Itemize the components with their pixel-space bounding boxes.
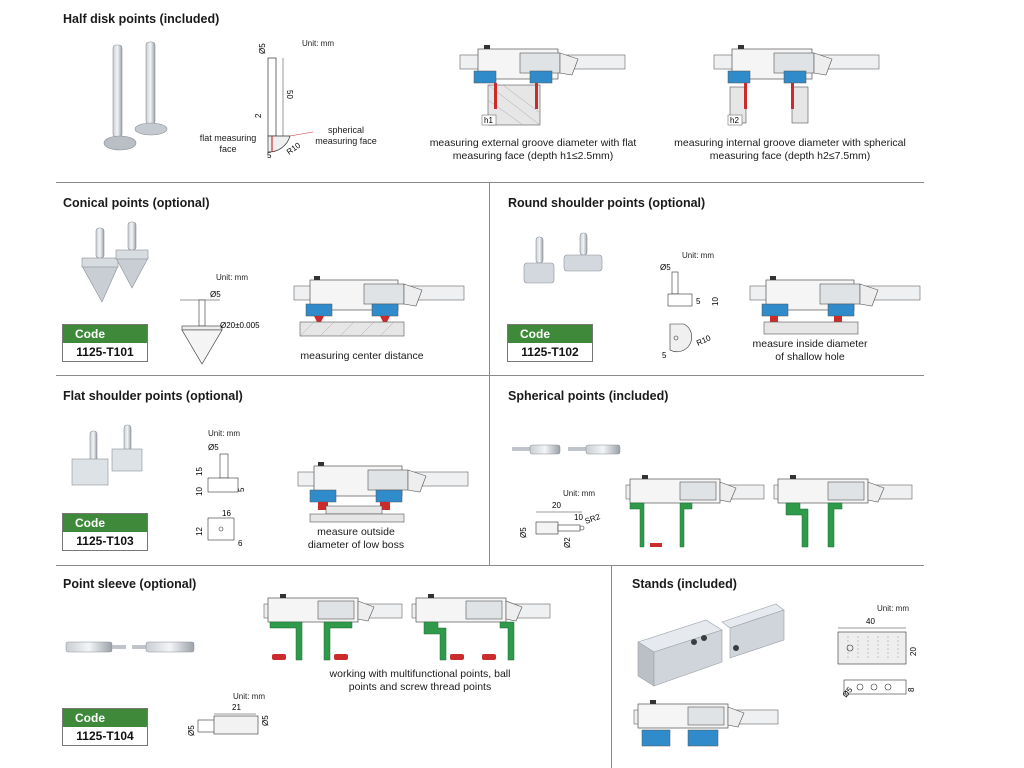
dim-40: 40 [866,617,875,626]
unit-label: Unit: mm [208,429,240,438]
code-value: 1125-T102 [521,345,579,359]
caliper-center-distance-illustration [293,276,465,337]
dim-5b: 5 [662,351,667,360]
point-sleeve-photo [65,641,195,653]
code-value: 1125-T103 [76,534,134,548]
section-title-point-sleeve: Point sleeve (optional) [63,577,197,591]
dim-d5-right: Ø5 [261,715,270,726]
caption-center-distance: measuring center distance [300,350,424,362]
dim-d5-left: Ø5 [187,725,196,736]
unit-label: Unit: mm [302,39,334,48]
caliper-sleeve-illustration-2 [411,594,551,661]
dim-10: 10 [574,513,583,522]
dim-10: 10 [195,487,204,496]
caliper-low-boss-illustration [297,462,469,523]
round-shoulder-points-photo [523,232,603,284]
caption-internal-groove: measuring internal groove diameter with … [674,137,906,162]
flat-shoulder-dimension-drawing: Ø5 15 10 5 16 12 6 [195,443,246,548]
dim-r10: R10 [285,141,303,157]
unit-label: Unit: mm [216,273,248,282]
label-h2: h2 [730,116,739,125]
section-title-conical: Conical points (optional) [63,196,210,210]
caption-sleeve: working with multifunctional points, bal… [329,668,511,693]
dim-15: 15 [195,467,204,476]
conical-points-photo [81,221,149,303]
divider [56,182,924,183]
sleeve-dimension-drawing: 21 Ø5 Ø5 [187,703,270,736]
code-value: 1125-T104 [76,729,134,743]
half-disk-points-photo [103,41,168,151]
divider [56,565,924,566]
caliper-external-groove-illustration: h1 [459,45,626,126]
dim-d5: Ø5 [258,43,267,54]
code-box-t102: Code 1125-T102 [507,324,593,362]
section-title-stands: Stands (included) [632,577,737,591]
dim-r10: R10 [695,333,713,348]
dim-8: 8 [907,687,916,692]
dim-sr2: SR2 [584,512,602,526]
section-title-spherical: Spherical points (included) [508,389,669,403]
dim-d20: Ø20±0.005 [220,321,260,330]
flat-shoulder-points-photo [71,424,143,486]
spherical-dimension-drawing: 20 10 SR2 Ø5 Ø2 [519,501,602,548]
caliper-sleeve-illustration-1 [263,594,403,661]
caption-external-groove: measuring external groove diameter with … [429,137,637,162]
section-title-round-shoulder: Round shoulder points (optional) [508,196,706,210]
dim-10: 10 [711,297,720,306]
dim-20: 20 [552,501,561,510]
label-h1: h1 [484,116,493,125]
dim-5: 5 [696,297,701,306]
label-spherical-face: spherical measuring face [315,125,377,146]
label-flat-face: flat measuring face [199,133,257,154]
unit-label: Unit: mm [233,692,265,701]
section-title-half-disk: Half disk points (included) [63,12,220,26]
code-label: Code [508,325,592,343]
stands-photo [637,603,785,687]
dim-20: 20 [909,647,918,656]
code-label: Code [63,514,147,532]
dim-d5: Ø5 [660,263,671,272]
caliper-spherical-illustration-2 [773,475,913,548]
code-label: Code [63,325,147,343]
dim-12: 12 [195,527,204,536]
spherical-points-photo [512,444,621,455]
code-value: 1125-T101 [76,345,134,359]
divider [611,565,612,768]
unit-label: Unit: mm [682,251,714,260]
caption-low-boss: measure outside diameter of low boss [307,526,405,551]
dim-d5: Ø5 [210,290,221,299]
half-disk-dimension-drawing: 50 Ø5 2 R10 5 [254,43,314,160]
dim-d5: Ø5 [208,443,219,452]
dim-5: 5 [237,487,246,492]
round-shoulder-dimension-drawing: Ø5 5 10 R10 5 [660,263,720,360]
dim-21: 21 [232,703,241,712]
section-title-flat-shoulder: Flat shoulder points (optional) [63,389,243,403]
dim-50: 50 [285,90,294,99]
divider [56,375,924,376]
unit-label: Unit: mm [877,604,909,613]
stands-dimension-drawing: 40 20 Ø5 8 [837,617,918,699]
divider [489,182,490,565]
conical-dimension-drawing: Ø5 Ø20±0.005 [180,290,260,365]
code-box-t101: Code 1125-T101 [62,324,148,362]
caliper-stands-illustration [633,700,779,747]
dim-2: 2 [254,113,263,118]
code-box-t103: Code 1125-T103 [62,513,148,551]
caliper-spherical-illustration-1 [625,475,765,548]
caption-shallow-hole: measure inside diameter of shallow hole [752,338,868,363]
dim-5: 5 [267,151,272,160]
caliper-shallow-hole-illustration [749,276,921,335]
dim-d2: Ø2 [563,537,572,548]
code-box-t104: Code 1125-T104 [62,708,148,746]
code-label: Code [63,709,147,727]
dim-d5: Ø5 [519,527,528,538]
unit-label: Unit: mm [563,489,595,498]
dim-6: 6 [238,539,243,548]
caliper-internal-groove-illustration: h2 [713,45,880,126]
dim-16: 16 [222,509,231,518]
